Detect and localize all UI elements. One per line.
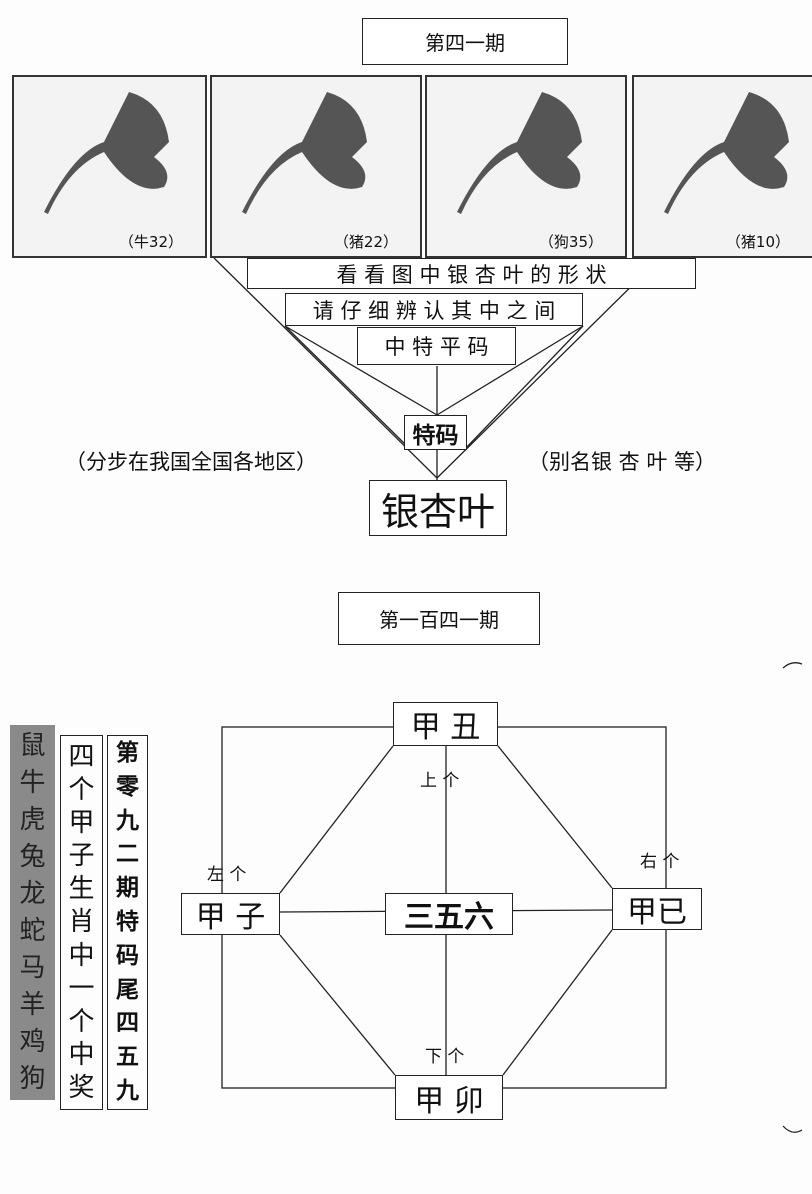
period-char: 尾 <box>116 976 139 1003</box>
period-char: 第 <box>116 740 139 766</box>
zodiac-char: 羊 <box>19 990 46 1020</box>
period-char: 零 <box>116 773 139 800</box>
panel-label: （猪10） <box>725 233 790 251</box>
zodiac-char: 龙 <box>19 879 46 909</box>
answer-box: 银杏叶 <box>369 480 507 536</box>
right-note: （别名银 杏 叶 等） <box>528 450 717 474</box>
hint-char: 四 <box>68 742 95 772</box>
hint-char: 生 <box>68 874 95 905</box>
node-right: 甲已 <box>612 888 702 930</box>
hint-column: 四个甲子生肖中一个中奖 <box>60 735 103 1110</box>
hint-char: 个 <box>68 775 95 806</box>
zodiac-char: 狗 <box>19 1064 46 1094</box>
hint-char: 一 <box>68 973 95 1004</box>
period-char: 码 <box>116 942 139 969</box>
zodiac-char: 蛇 <box>19 916 46 946</box>
leaf-panel: （猪10） <box>632 75 812 258</box>
hint-char: 奖 <box>68 1072 95 1103</box>
label-left: 左 个 <box>207 865 247 885</box>
zodiac-char: 牛 <box>19 768 46 798</box>
label-top: 上 个 <box>420 771 460 791</box>
zodiac-column: 鼠牛虎兔龙蛇马羊鸡狗 <box>10 725 55 1100</box>
label-right: 右 个 <box>640 852 680 872</box>
zodiac-char: 马 <box>19 953 46 983</box>
hint-char: 肖 <box>68 907 95 938</box>
period-title-bottom: 第一百四一期 <box>338 592 540 645</box>
period-char: 九 <box>116 807 139 834</box>
period-title-top: 第四一期 <box>362 18 568 65</box>
leaf-panel: （狗35） <box>425 75 627 258</box>
period-column: 第零九二期特码尾四五九 <box>107 735 148 1110</box>
node-top: 甲 丑 <box>393 702 498 746</box>
zodiac-char: 兔 <box>19 842 46 872</box>
ginkgo-leaf-icon <box>457 92 582 214</box>
special-code-box: 特码 <box>404 415 467 450</box>
hint-char: 甲 <box>68 808 95 839</box>
label-bottom: 下 个 <box>425 1047 465 1067</box>
instruction-line-1: 看 看 图 中 银 杏 叶 的 形 状 <box>247 258 696 289</box>
period-char: 特 <box>116 908 139 935</box>
hint-char: 中 <box>68 1039 95 1070</box>
period-char: 九 <box>116 1077 139 1104</box>
ginkgo-leaf-icon <box>242 92 367 214</box>
zodiac-char: 鸡 <box>19 1027 46 1057</box>
zodiac-char: 虎 <box>19 805 46 835</box>
zodiac-char: 鼠 <box>19 731 46 761</box>
panel-label: （牛32） <box>118 233 183 251</box>
period-char: 五 <box>116 1044 139 1071</box>
node-center: 三五六 <box>385 893 513 935</box>
panel-label: （狗35） <box>538 233 603 251</box>
period-char: 四 <box>116 1010 139 1037</box>
leaf-panel: （牛32） <box>12 75 207 258</box>
hint-char: 个 <box>68 1006 95 1037</box>
period-char: 二 <box>116 841 139 868</box>
instruction-line-2: 请 仔 细 辨 认 其 中 之 间 <box>285 293 583 326</box>
period-char: 期 <box>116 875 139 902</box>
panel-label: （猪22） <box>333 233 398 251</box>
left-note: （分步在我国全国各地区） <box>65 450 317 474</box>
node-left: 甲 子 <box>181 893 280 935</box>
ginkgo-leaf-icon <box>664 92 789 214</box>
instruction-line-3: 中 特 平 码 <box>357 327 516 365</box>
node-bottom: 甲 卯 <box>395 1075 503 1120</box>
hint-char: 中 <box>68 940 95 971</box>
leaf-panel: （猪22） <box>210 75 422 258</box>
ginkgo-leaf-icon <box>44 92 169 214</box>
hint-char: 子 <box>68 841 95 872</box>
